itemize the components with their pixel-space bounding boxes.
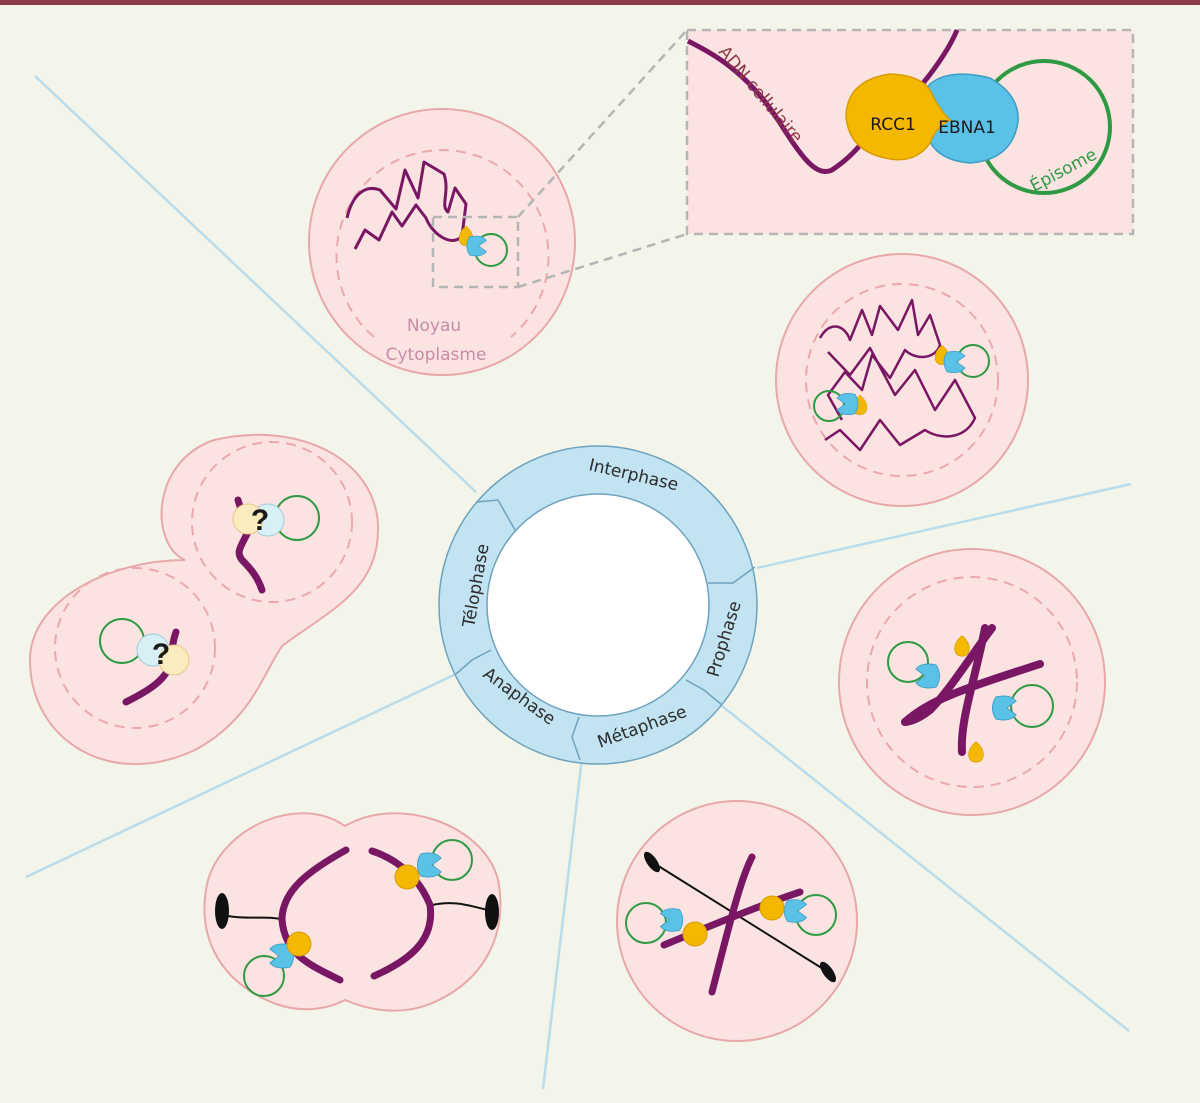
unknown-mark-bottom: ? [152,638,170,671]
cell-cycle-ring: Interphase Prophase Métaphase Anaphase T… [438,445,758,765]
interphase-cell: Noyau Cytoplasme [308,108,576,376]
zoom-region-box [431,215,520,289]
zoom-connectors [517,29,688,289]
telophase-cell: ? ? [28,433,380,766]
divider-lines [25,75,1132,1090]
top-rule [0,0,1200,5]
noyau-label: Noyau [407,316,461,336]
replicated-interphase-cell [775,253,1029,507]
metaphase-cell [616,800,858,1042]
anaphase-cell [203,812,502,1012]
rcc1-protein-large [845,73,952,161]
rcc1-label: RCC1 [870,115,916,135]
zoom-inset: ADN cellulaire RCC1 EBNA1 Épisome [685,28,1135,236]
prophase-cell [838,548,1106,816]
cellular-dna-tangle [345,160,468,250]
unknown-mark-top: ? [251,504,269,537]
cytoplasme-label: Cytoplasme [386,345,487,365]
ebna1-label: EBNA1 [938,118,996,138]
